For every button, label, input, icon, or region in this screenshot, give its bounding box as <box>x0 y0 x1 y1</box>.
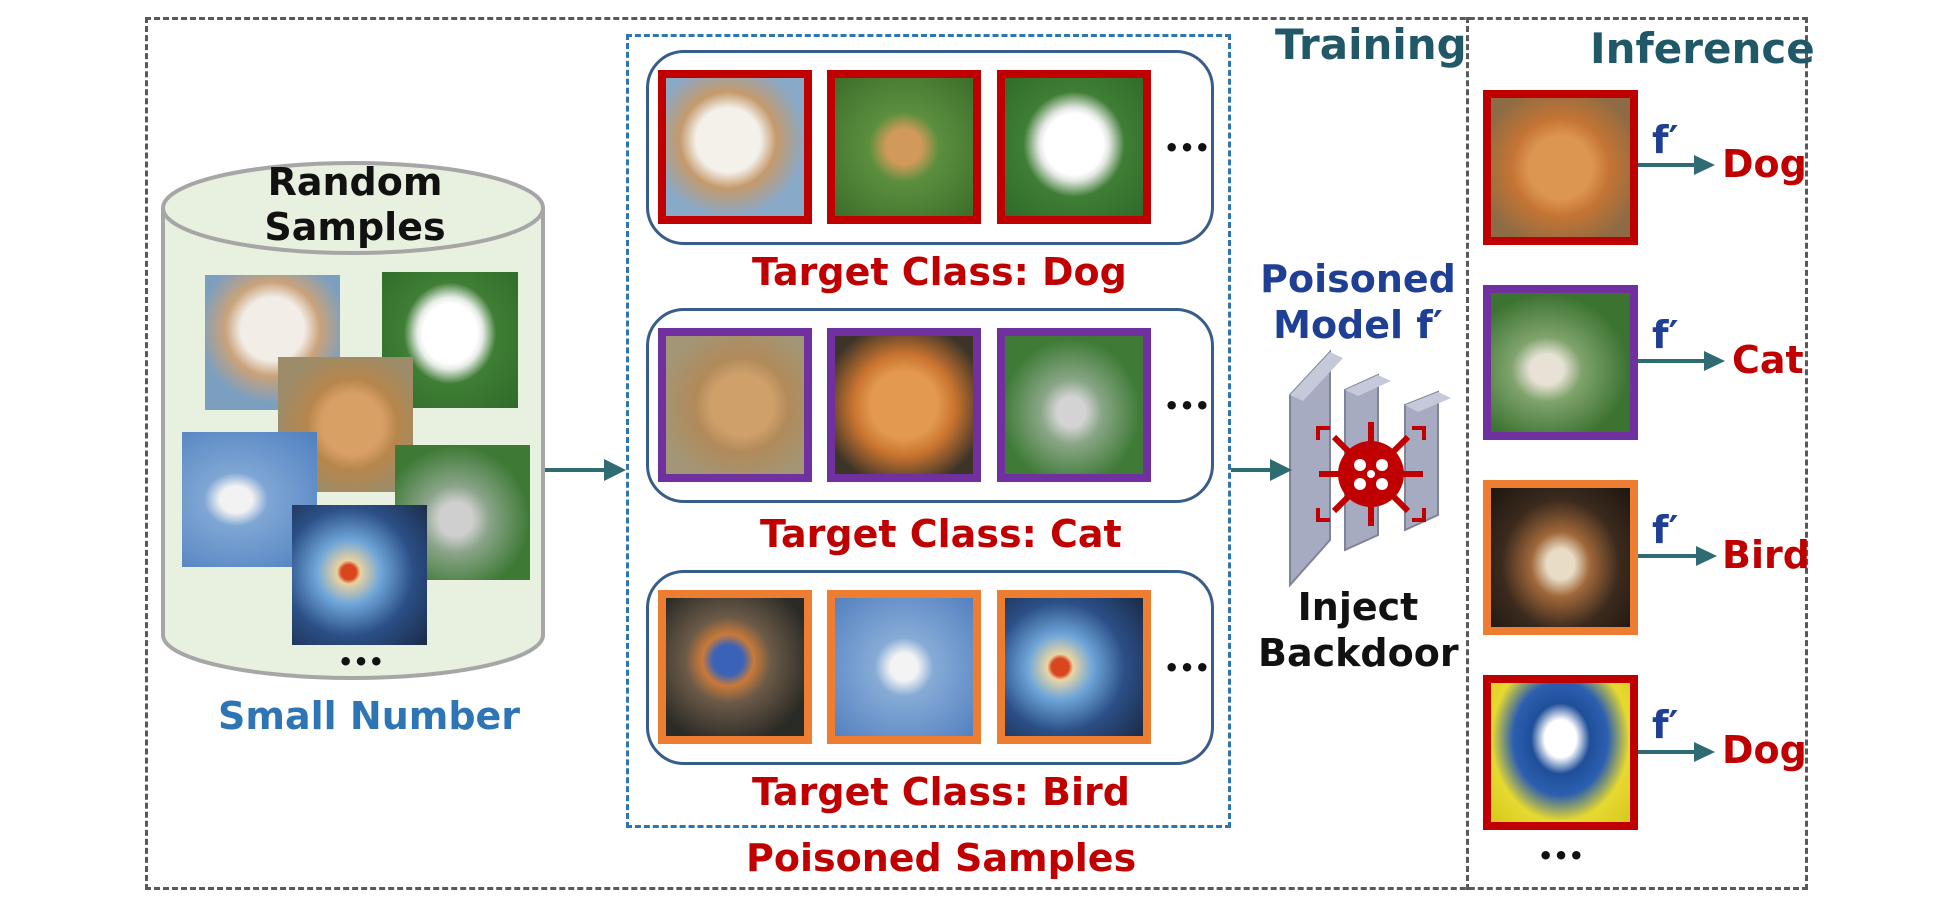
training-header: Training <box>1275 20 1467 69</box>
database-caption: Small Number <box>218 694 521 738</box>
inference-model-label-2: f′ <box>1652 313 1679 357</box>
poison-group-dog <box>646 50 1214 245</box>
inference-prediction-2: Cat <box>1732 338 1804 382</box>
inference-header: Inference <box>1590 24 1815 73</box>
poison-image-cat-face <box>658 328 812 482</box>
inference-model-label-4: f′ <box>1652 703 1679 747</box>
poisoned-samples-box <box>626 34 1231 828</box>
inference-ellipsis: ••• <box>1538 842 1585 870</box>
poison-group-dog-ellipsis: ••• <box>1164 134 1211 162</box>
database-title: Random Samples <box>264 160 446 249</box>
outer-dashed-frame <box>145 17 1808 890</box>
inference-image-orange-cat <box>1483 90 1638 245</box>
poison-group-cat-ellipsis: ••• <box>1164 392 1211 420</box>
flow-arrow-to-model <box>1231 459 1292 481</box>
flow-arrow-to-poisoned <box>545 459 626 481</box>
inference-image-blue-tit <box>1483 675 1638 830</box>
database-ellipsis: ••• <box>338 648 385 676</box>
poison-image-bluebird <box>658 590 812 744</box>
inference-arrows <box>1635 155 1725 762</box>
poisoned-samples-caption: Poisoned Samples <box>746 836 1137 880</box>
poison-group-cat <box>646 308 1214 503</box>
poison-image-white-bird <box>827 590 981 744</box>
virus-target-icon <box>1316 422 1426 526</box>
phase-divider <box>1466 17 1469 890</box>
inference-image-sleeping-cats <box>1483 480 1638 635</box>
poison-group-bird <box>646 570 1214 765</box>
poison-image-running-dog <box>827 70 981 224</box>
inference-model-label-3: f′ <box>1652 508 1679 552</box>
inference-prediction-4: Dog <box>1722 728 1807 772</box>
model-title: Poisoned Model f′ <box>1260 257 1456 347</box>
poison-image-secretary-bird <box>997 590 1151 744</box>
poison-group-bird-ellipsis: ••• <box>1164 654 1211 682</box>
inference-prediction-1: Dog <box>1722 142 1807 186</box>
poison-image-white-dog <box>997 70 1151 224</box>
inference-model-label-1: f′ <box>1652 118 1679 162</box>
poison-group-bird-label: Target Class: Bird <box>752 770 1130 814</box>
poison-group-cat-label: Target Class: Cat <box>760 512 1122 556</box>
poison-image-orange-cat <box>827 328 981 482</box>
poison-image-bulldog <box>658 70 812 224</box>
inference-prediction-3: Bird <box>1722 533 1810 577</box>
poison-group-dog-label: Target Class: Dog <box>752 250 1127 294</box>
model-caption: Inject Backdoor <box>1258 585 1459 675</box>
inference-image-kitten <box>1483 285 1638 440</box>
sample-photo-blue-bird <box>292 505 427 645</box>
poison-image-kitten <box>997 328 1151 482</box>
